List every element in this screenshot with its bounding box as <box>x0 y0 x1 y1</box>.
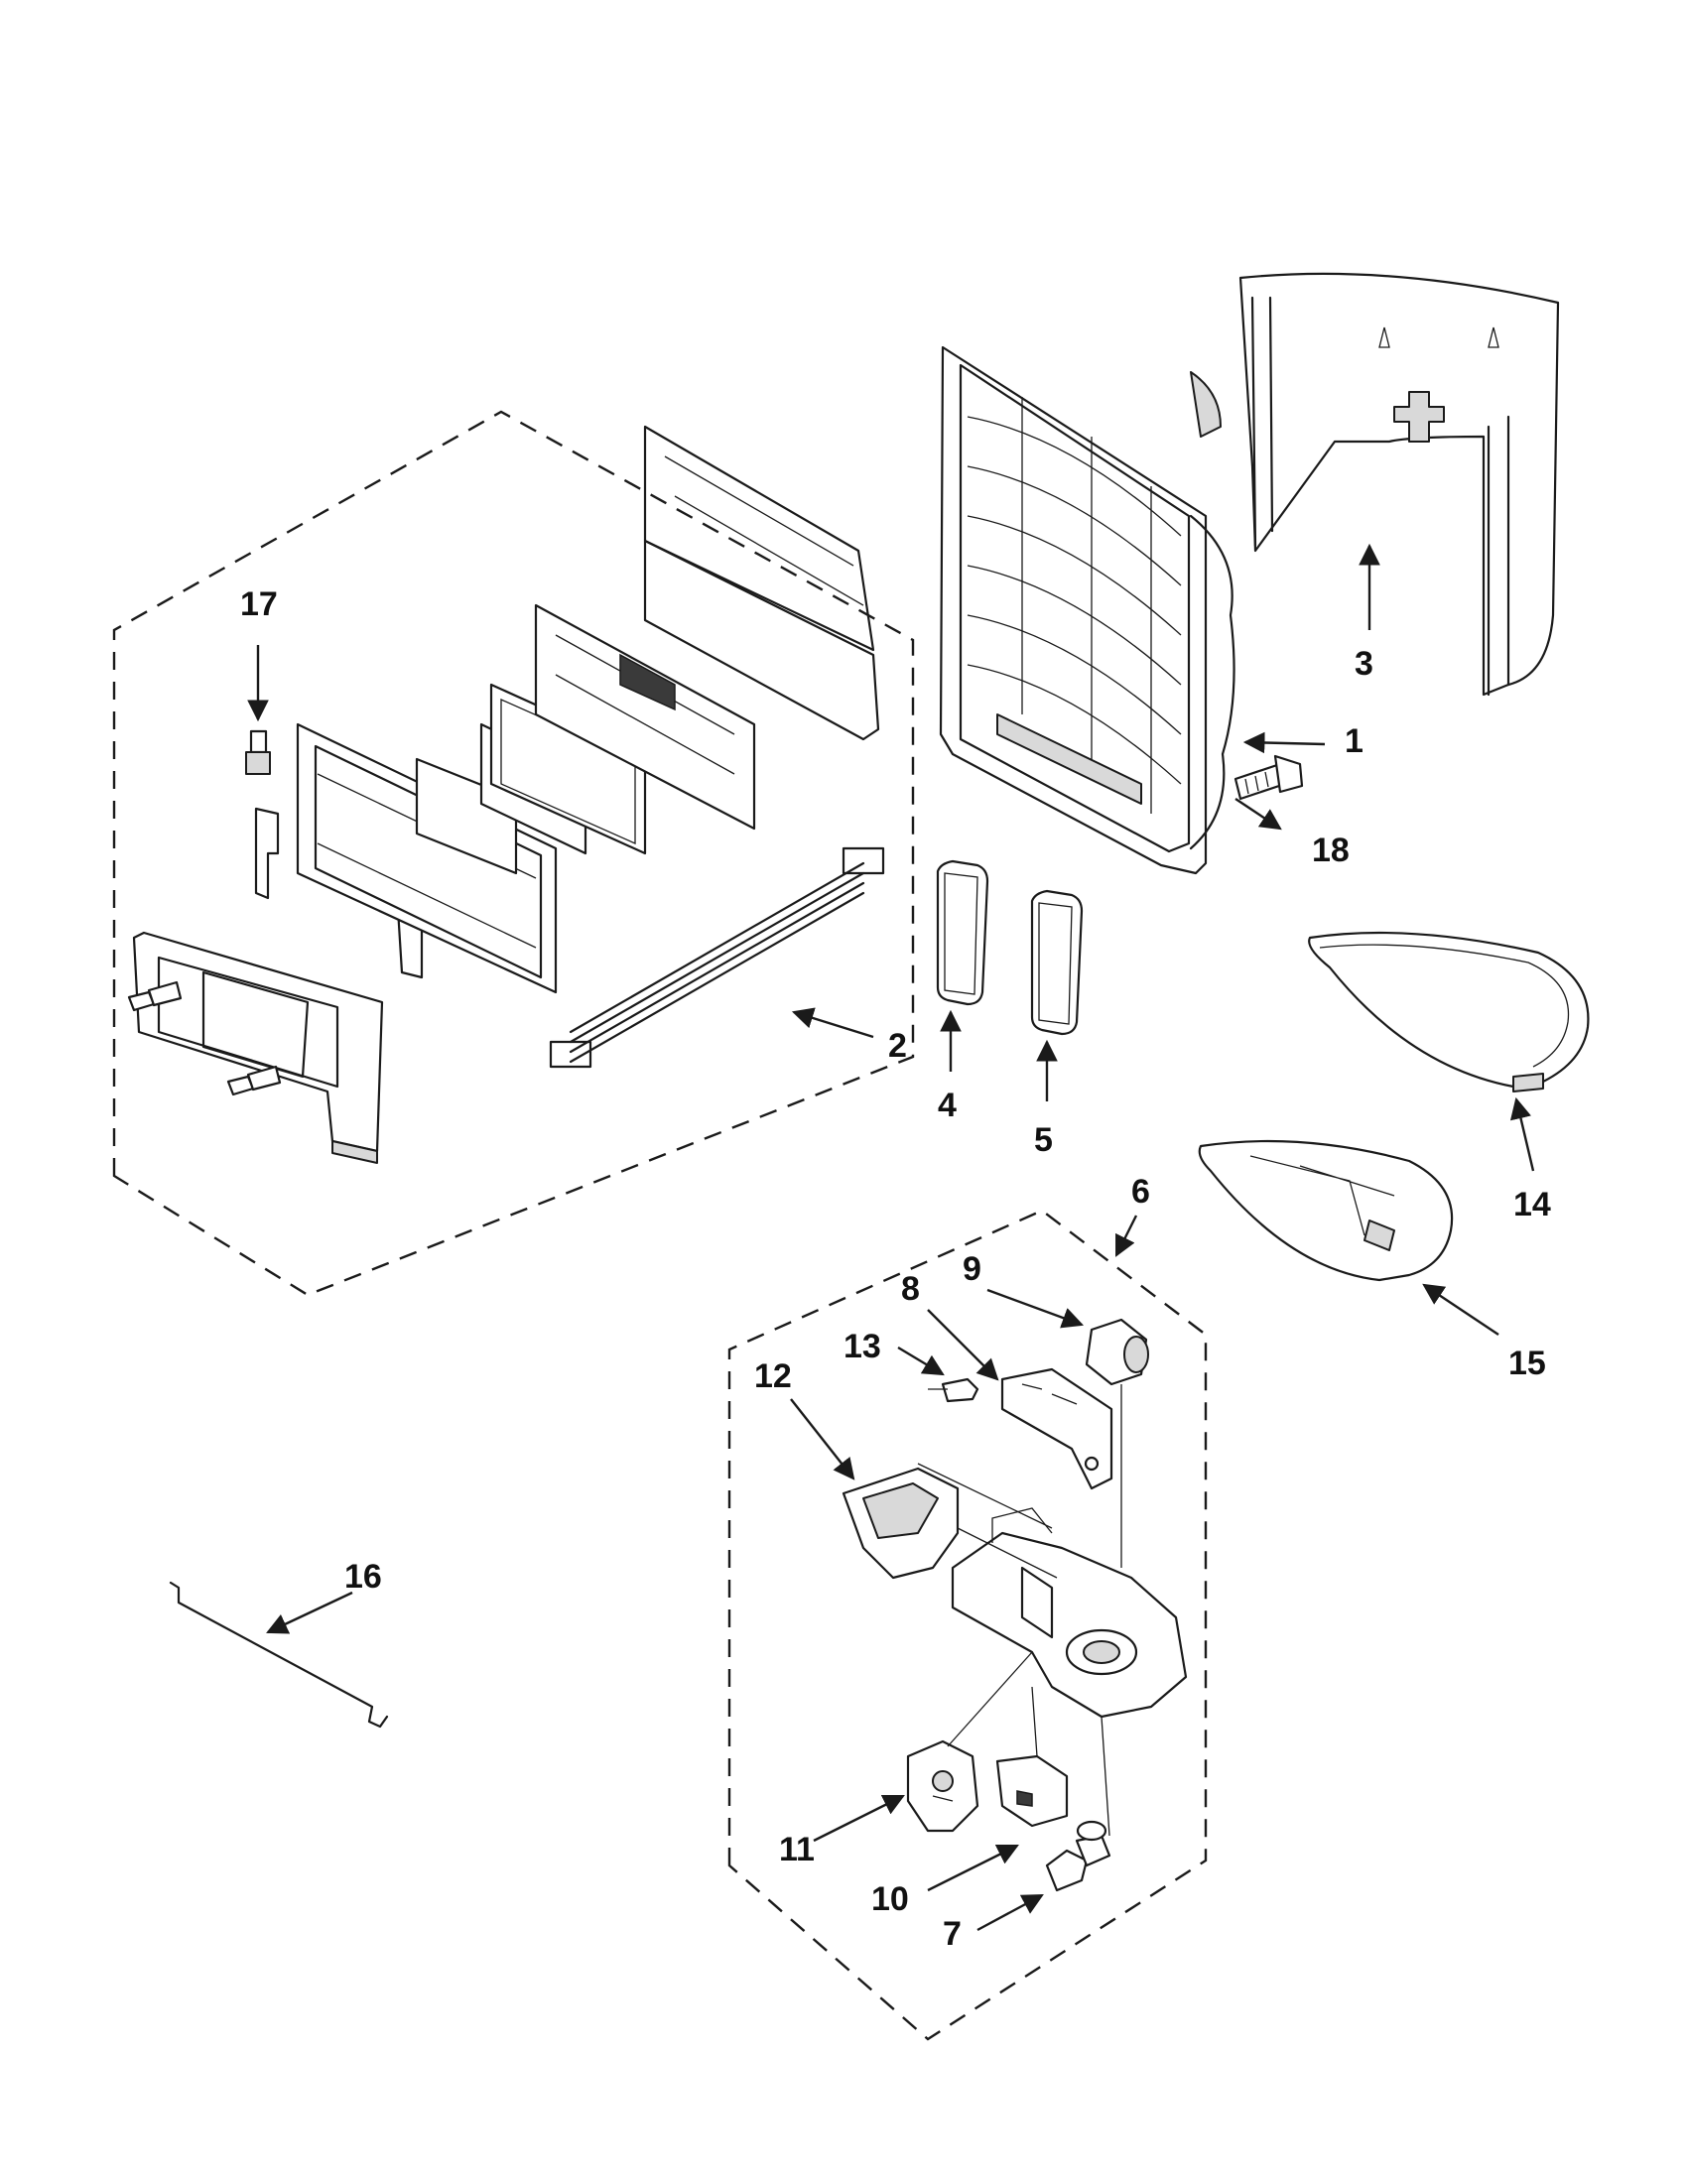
callout-13: 13 <box>844 1328 881 1365</box>
button-9 <box>1085 1318 1149 1386</box>
valve-10 <box>995 1754 1069 1828</box>
fitting-7 <box>1045 1820 1111 1892</box>
leader-lines <box>247 543 1535 1932</box>
callout-16: 16 <box>344 1558 382 1596</box>
dispenser-housing-frame <box>939 345 1235 875</box>
chute-12 <box>842 1467 960 1580</box>
callout-11: 11 <box>779 1831 815 1868</box>
callout-15: 15 <box>1508 1345 1546 1382</box>
callout-14: 14 <box>1513 1186 1551 1223</box>
drip-tray-14 <box>1308 931 1590 1092</box>
callout-8: 8 <box>901 1270 920 1308</box>
screw-18 <box>1234 754 1304 801</box>
user-interface-board <box>534 603 756 831</box>
assembly-boundary-dispenser <box>727 1209 1208 2041</box>
callout-10: 10 <box>871 1880 909 1918</box>
pad-4 <box>936 859 989 1006</box>
panel-screw-upper <box>127 980 183 1012</box>
lever-bracket-8 <box>1000 1367 1113 1490</box>
callout-1: 1 <box>1345 722 1363 760</box>
actuator-rod-16 <box>169 1581 389 1729</box>
callout-6: 6 <box>1131 1173 1150 1211</box>
assembly-guide-lines <box>917 1384 1122 1837</box>
screw-13 <box>928 1377 979 1403</box>
callout-12: 12 <box>754 1357 792 1395</box>
callout-5: 5 <box>1034 1121 1053 1159</box>
callout-2: 2 <box>888 1027 907 1065</box>
control-housing-rear <box>643 425 880 741</box>
dispenser-housing-base <box>951 1507 1188 1719</box>
pad-5 <box>1030 889 1084 1036</box>
panel-screw-lower <box>226 1065 282 1096</box>
callout-18: 18 <box>1312 832 1350 869</box>
drip-grille-15 <box>1198 1139 1454 1282</box>
callout-17: 17 <box>240 585 278 623</box>
callout-4: 4 <box>938 1087 957 1124</box>
switch-17 <box>245 729 271 775</box>
callout-labels: 1 2 3 4 5 6 7 8 9 10 11 12 13 14 15 16 1… <box>240 585 1551 1953</box>
wire-harness <box>549 846 885 1069</box>
control-panel-bezel <box>132 931 384 1164</box>
assembly-boundary-control-panel <box>112 410 915 1297</box>
shroud-cover <box>1238 272 1560 697</box>
cover-11 <box>906 1739 979 1833</box>
callout-9: 9 <box>963 1250 981 1288</box>
callout-7: 7 <box>943 1915 962 1953</box>
callout-3: 3 <box>1355 645 1373 683</box>
